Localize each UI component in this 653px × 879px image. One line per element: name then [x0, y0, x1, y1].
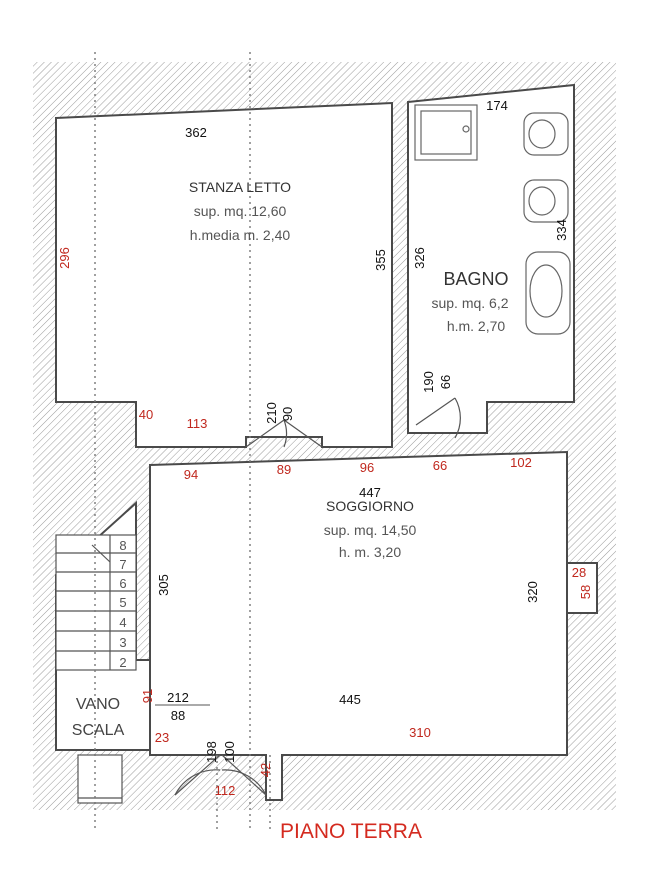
floor-title: PIANO TERRA — [280, 820, 422, 843]
washbasin — [525, 251, 571, 335]
staircase — [55, 534, 137, 671]
dim-198: 198 — [204, 741, 219, 763]
dim-174: 174 — [486, 98, 508, 113]
stair-step-8: 8 — [119, 538, 126, 553]
dim-305: 305 — [156, 574, 171, 596]
reference-lines — [94, 52, 271, 830]
dim-326: 326 — [412, 247, 427, 269]
dim-42: 42 — [258, 763, 273, 777]
dim-88: 88 — [171, 708, 185, 723]
bagno-floor — [407, 83, 575, 434]
dim-66-vertical: 66 — [438, 375, 453, 389]
dim-58: 58 — [578, 585, 593, 599]
soggiorno-floor — [149, 450, 568, 801]
dim-320: 320 — [525, 581, 540, 603]
doors — [174, 397, 461, 796]
dim-90: 90 — [280, 407, 295, 421]
shower-tray — [414, 104, 478, 161]
stair-step-6: 6 — [119, 576, 126, 591]
stair-step-3: 3 — [119, 635, 126, 650]
dim-100: 100 — [222, 741, 237, 763]
soggiorno-area: sup. mq. 14,50 — [324, 522, 417, 538]
soggiorno-name: SOGGIORNO — [326, 498, 414, 514]
dim-296: 296 — [57, 247, 72, 269]
bathroom-fixtures — [414, 104, 571, 335]
stanza-letto-height: h.media m. 2,40 — [190, 227, 291, 243]
bagno-height: h.m. 2,70 — [447, 318, 506, 334]
toilet — [523, 112, 569, 156]
dim-91: 91 — [140, 689, 155, 703]
stanza-letto-name: STANZA LETTO — [189, 179, 291, 195]
bagno-area: sup. mq. 6,2 — [431, 295, 508, 311]
vano-scala-line1: VANO — [76, 696, 120, 713]
wall-niche — [566, 562, 598, 614]
vano-scala-line2: SCALA — [72, 722, 125, 739]
dim-23: 23 — [155, 730, 169, 745]
dim-89: 89 — [277, 462, 291, 477]
dim-310: 310 — [409, 725, 431, 740]
soggiorno-height: h. m. 3,20 — [339, 544, 401, 560]
dim-355: 355 — [373, 249, 388, 271]
stair-step-5: 5 — [119, 595, 126, 610]
dim-112: 112 — [215, 783, 236, 798]
stair-step-2: 2 — [119, 655, 126, 670]
stair-step-7: 7 — [119, 557, 126, 572]
dim-94: 94 — [184, 467, 198, 482]
bagno-name: BAGNO — [443, 269, 508, 289]
dim-210: 210 — [264, 402, 279, 424]
stair-step-4: 4 — [119, 615, 126, 630]
entrance-steps — [77, 754, 123, 804]
dim-190: 190 — [421, 371, 436, 393]
dim-447: 447 — [359, 485, 381, 500]
stanza-letto-floor — [55, 101, 393, 448]
bidet — [523, 179, 569, 223]
dim-96: 96 — [360, 460, 374, 475]
dim-445: 445 — [339, 692, 361, 707]
dim-362: 362 — [185, 125, 207, 140]
dim-212: 212 — [167, 690, 189, 705]
dim-66: 66 — [433, 458, 447, 473]
dim-40: 40 — [139, 407, 153, 422]
dim-28: 28 — [572, 565, 586, 580]
stanza-letto-area: sup. mq. 12,60 — [194, 203, 287, 219]
dim-113: 113 — [187, 416, 208, 431]
dim-334: 334 — [554, 219, 569, 241]
dim-102: 102 — [510, 455, 532, 470]
